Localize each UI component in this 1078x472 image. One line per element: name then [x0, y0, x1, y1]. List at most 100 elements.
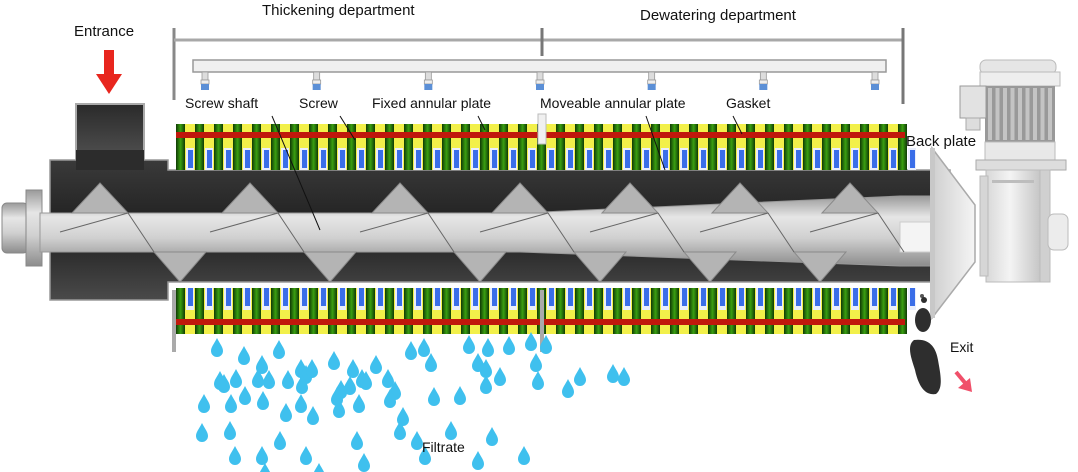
- moveable-annular-plate: [891, 150, 896, 168]
- moveable-annular-plate: [264, 150, 269, 168]
- moveable-annular-plate: [644, 150, 649, 168]
- fixed-annular-plate: [252, 288, 261, 334]
- thickening-department-label: Thickening department: [262, 2, 415, 19]
- annular-plates-bottom: [176, 288, 916, 334]
- droplet-icon: [607, 364, 619, 383]
- droplet-icon: [482, 338, 494, 357]
- department-brackets: [172, 28, 905, 104]
- droplet-icon: [295, 394, 307, 413]
- moveable-annular-plate: [359, 288, 364, 306]
- spray-nozzle-icon: [200, 71, 210, 90]
- fixed-annular-plate: [347, 124, 356, 170]
- fixed-annular-plate: [822, 288, 831, 334]
- droplet-icon: [530, 353, 542, 372]
- fixed-annular-plate: [670, 124, 679, 170]
- droplet-icon: [503, 336, 515, 355]
- moveable-annular-plate: [454, 150, 459, 168]
- droplet-icon: [480, 375, 492, 394]
- moveable-annular-plate: [910, 288, 915, 306]
- moveable-annular-plate: [872, 150, 877, 168]
- droplet-icon: [486, 427, 498, 446]
- fixed-annular-plate: [518, 124, 527, 170]
- moveable-annular-plate: [796, 150, 801, 168]
- fixed-annular-plate: [176, 124, 185, 170]
- fixed-annular-plate: [385, 288, 394, 334]
- moveable-annular-plate: [321, 150, 326, 168]
- moveable-annular-plate: [530, 150, 535, 168]
- moveable-annular-plate: [435, 150, 440, 168]
- moveable-annular-plate: [853, 150, 858, 168]
- exit-label: Exit: [950, 339, 974, 355]
- fixed-annular-plate: [404, 124, 413, 170]
- leader-lines: [271, 115, 743, 231]
- moveable-annular-plate: [264, 288, 269, 306]
- droplet-icon: [405, 341, 417, 360]
- fixed-annular-plate: [765, 288, 774, 334]
- moveable-annular-plate: [587, 288, 592, 306]
- droplet-icon: [211, 338, 223, 357]
- spray-nozzle-icon: [535, 71, 545, 90]
- moveable-annular-plate: [549, 288, 554, 306]
- fixed-annular-plate: [252, 124, 261, 170]
- fixed-annular-plate: [898, 124, 907, 170]
- fixed-annular-plate: [404, 288, 413, 334]
- fixed-annular-plate: [366, 124, 375, 170]
- fixed-annular-plate: [632, 288, 641, 334]
- moveable-annular-plate: [492, 288, 497, 306]
- fixed-annular-plate-label: Fixed annular plate: [372, 95, 492, 111]
- droplet-icon: [274, 431, 286, 450]
- fixed-annular-plate: [347, 288, 356, 334]
- fixed-annular-plate: [708, 124, 717, 170]
- fixed-annular-plate: [537, 124, 546, 170]
- fixed-annular-plate: [898, 288, 907, 334]
- droplet-icon: [214, 371, 226, 390]
- fixed-annular-plate: [746, 124, 755, 170]
- moveable-annular-plate: [682, 288, 687, 306]
- spray-nozzle-icon: [423, 71, 433, 90]
- moveable-annular-plate: [777, 150, 782, 168]
- moveable-annular-plate: [701, 288, 706, 306]
- fixed-annular-plate: [480, 288, 489, 334]
- moveable-annular-plate: [720, 288, 725, 306]
- droplet-icon: [196, 423, 208, 442]
- fixed-annular-plate: [727, 288, 736, 334]
- fixed-annular-plate: [309, 288, 318, 334]
- moveable-annular-plate: [226, 288, 231, 306]
- droplet-icon: [256, 446, 268, 465]
- moveable-annular-plate: [378, 150, 383, 168]
- droplet-icon: [280, 403, 292, 422]
- fixed-annular-plate: [860, 288, 869, 334]
- moveable-annular-plate: [416, 150, 421, 168]
- droplet-icon: [574, 367, 586, 386]
- screw-flight: [220, 182, 280, 214]
- moveable-annular-plate: [188, 150, 193, 168]
- filtrate-label: Filtrate: [422, 439, 465, 455]
- fixed-annular-plate: [727, 124, 736, 170]
- spray-nozzle-icon: [647, 71, 657, 90]
- fixed-annular-plate: [290, 124, 299, 170]
- moveable-annular-plate: [606, 288, 611, 306]
- back-plate: [930, 145, 976, 321]
- entrance-arrow-icon: [96, 50, 122, 94]
- fixed-annular-plate: [233, 124, 242, 170]
- spray-nozzles: [200, 71, 880, 90]
- fixed-annular-plate: [271, 124, 280, 170]
- moveable-annular-plate: [283, 288, 288, 306]
- fixed-annular-plate: [594, 124, 603, 170]
- screw-flight: [152, 251, 208, 283]
- droplet-icon: [445, 421, 457, 440]
- gasket-label: Gasket: [726, 95, 771, 111]
- moveable-annular-plate: [245, 150, 250, 168]
- fixed-annular-plate: [309, 124, 318, 170]
- moveable-annular-plate: [777, 288, 782, 306]
- spray-nozzle-icon: [312, 71, 322, 90]
- fixed-annular-plate: [195, 124, 204, 170]
- moveable-annular-plate: [663, 150, 668, 168]
- droplet-icon: [238, 346, 250, 365]
- droplet-icon: [562, 379, 574, 398]
- fixed-annular-plate: [176, 288, 185, 334]
- drive-motor: [959, 59, 1069, 283]
- moveable-annular-plate: [625, 150, 630, 168]
- screw-flight: [792, 251, 848, 283]
